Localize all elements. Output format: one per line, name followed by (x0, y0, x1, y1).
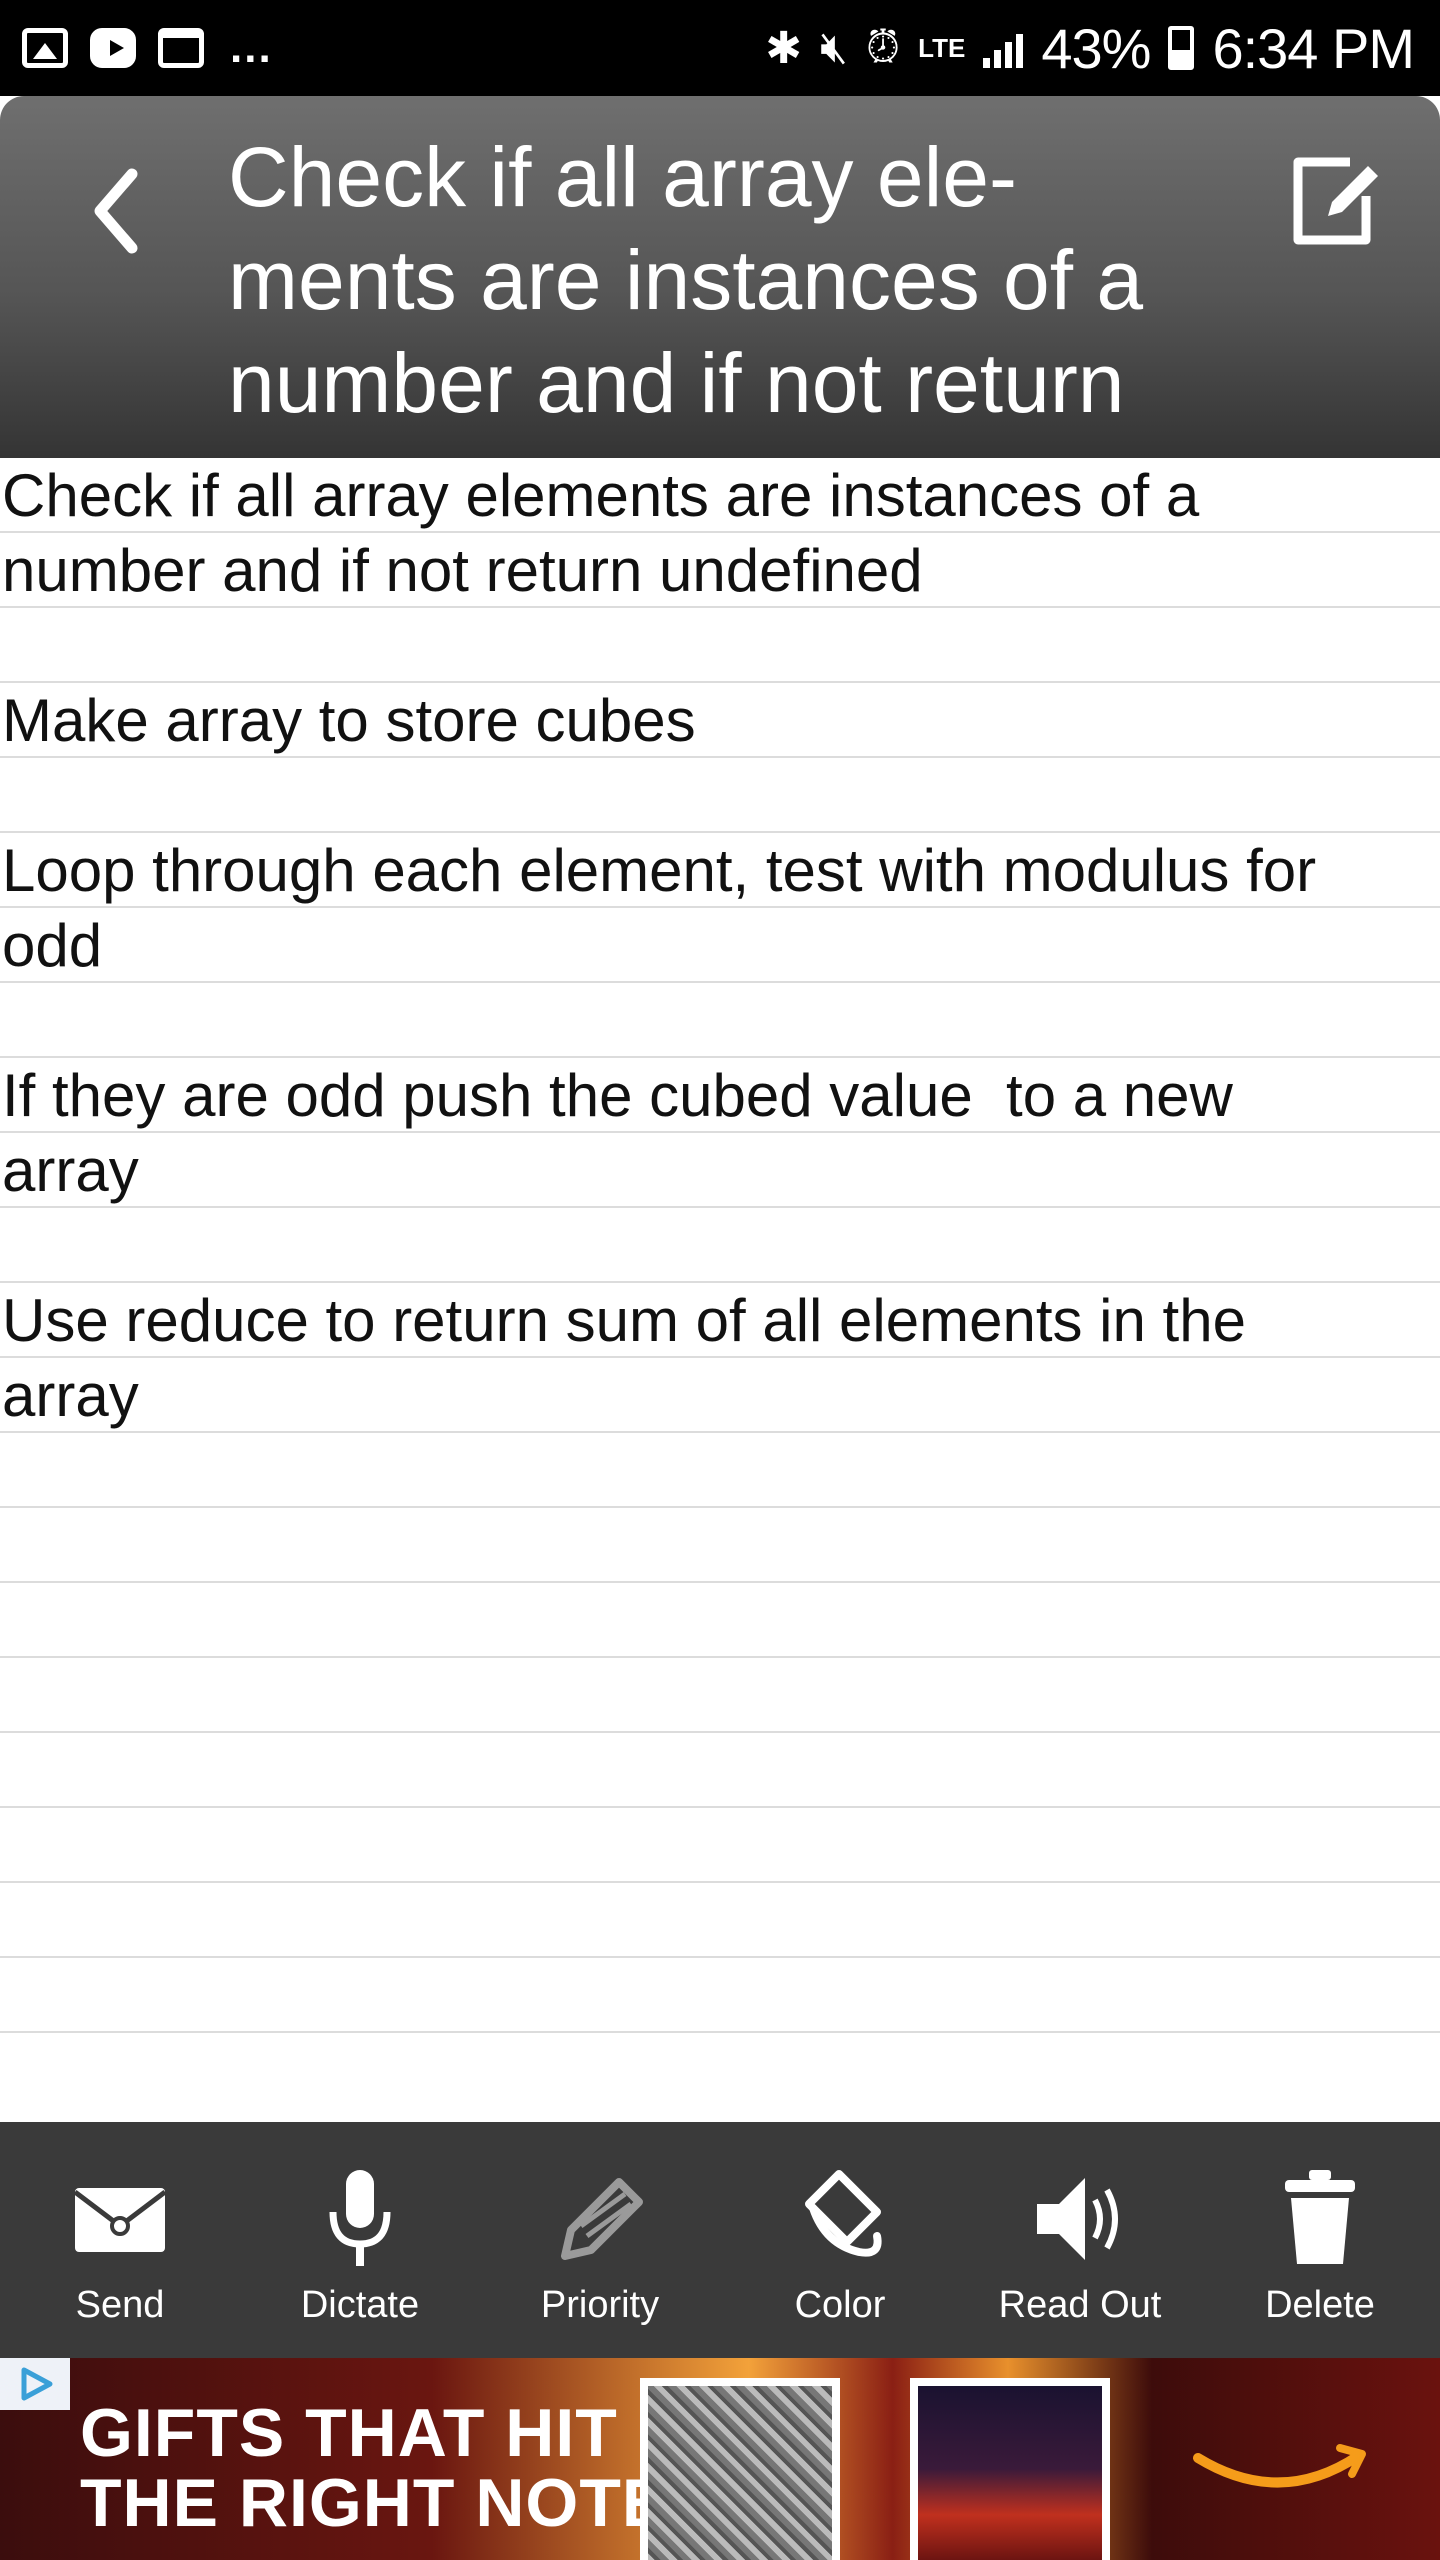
dictate-label: Dictate (300, 2284, 420, 2326)
signal-strength-icon (983, 28, 1024, 68)
clock: 6:34 PM (1212, 16, 1415, 80)
battery-percent: 43% (1041, 16, 1151, 80)
back-arrow-icon[interactable] (70, 156, 170, 256)
more-notifications-indicator: ... (230, 23, 273, 72)
ad-banner[interactable]: GIFTS THAT HIT THE RIGHT NOTE (0, 2358, 1440, 2560)
amazon-smile-logo (1193, 2444, 1366, 2488)
ad-album-cover-2 (910, 2378, 1110, 2560)
delete-label: Delete (1265, 2284, 1375, 2326)
note-header: Check if all array ele- ments are instan… (0, 96, 1440, 458)
ad-choices-icon[interactable] (0, 2358, 70, 2410)
envelope-icon (73, 2188, 167, 2252)
note-line[interactable]: Loop through each element, test with mod… (2, 837, 1317, 979)
bottom-toolbar: Send Dictate Priority Color Read Out (0, 2122, 1440, 2358)
send-button[interactable]: Send (0, 2122, 240, 2358)
note-line[interactable]: Check if all array elements are instance… (2, 462, 1200, 604)
ad-headline: GIFTS THAT HIT THE RIGHT NOTE (80, 2395, 669, 2541)
read-out-label: Read Out (998, 2284, 1162, 2326)
priority-button[interactable]: Priority (480, 2122, 720, 2358)
microphone-icon (329, 2170, 391, 2266)
note-body[interactable]: Check if all array elements are instance… (0, 458, 1440, 2100)
mute-icon: 🔇︎ (820, 23, 848, 72)
paint-bucket-icon (805, 2170, 882, 2257)
note-line[interactable]: Make array to store cubes (2, 687, 696, 754)
edit-note-icon[interactable] (1280, 146, 1390, 256)
status-bar: ... ✱ 🔇︎ ⏰︎ LTE 43% 6:34 PM (0, 0, 1440, 96)
note-line[interactable]: Use reduce to return sum of all elements… (2, 1287, 1246, 1429)
dictate-button[interactable]: Dictate (240, 2122, 480, 2358)
alarm-icon: ⏰︎ (865, 23, 901, 72)
battery-icon (1168, 26, 1195, 70)
delete-button[interactable]: Delete (1200, 2122, 1440, 2358)
trash-icon (1285, 2170, 1355, 2264)
youtube-notification-icon (90, 28, 136, 68)
note-title: Check if all array ele- ments are instan… (228, 130, 1144, 430)
gallery-notification-icon (22, 28, 68, 68)
note-line[interactable]: If they are odd push the cubed value to … (2, 1062, 1233, 1204)
network-type: LTE (918, 33, 966, 63)
priority-label: Priority (540, 2284, 660, 2326)
bluetooth-icon: ✱ (765, 23, 803, 73)
note-lines: Check if all array elements are instance… (0, 458, 1440, 1433)
calendar-notification-icon (158, 28, 204, 68)
color-label: Color (794, 2284, 886, 2326)
ad-album-cover-1 (640, 2378, 840, 2560)
pencil-icon (561, 2178, 643, 2260)
color-button[interactable]: Color (720, 2122, 960, 2358)
speaker-icon (1037, 2178, 1118, 2260)
read-out-button[interactable]: Read Out (960, 2122, 1200, 2358)
send-label: Send (75, 2284, 165, 2326)
